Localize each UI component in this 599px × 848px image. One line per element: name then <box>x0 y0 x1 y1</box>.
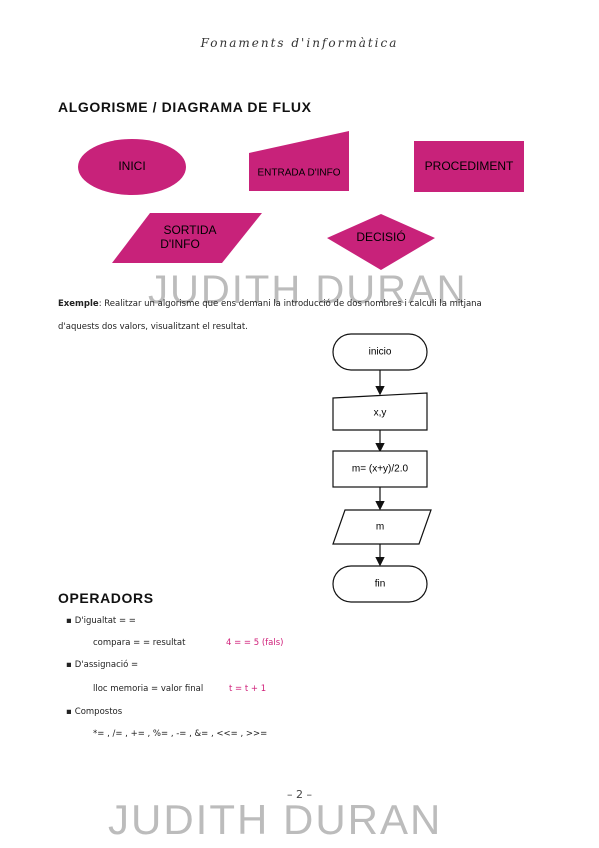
flow-end-label: fin <box>375 579 386 590</box>
operator-assignment-detail: lloc memoria = valor final <box>93 684 204 694</box>
sortida-label-line1: SORTIDA <box>163 223 216 237</box>
procediment-label: PROCEDIMENT <box>425 159 514 173</box>
section-title-operadors: OPERADORS <box>58 590 154 606</box>
example-label: Exemple <box>58 299 99 309</box>
decisio-diamond <box>327 214 435 270</box>
inici-ellipse <box>78 139 186 195</box>
watermark-middle: JUDITH DURAN <box>148 268 468 312</box>
decisio-label: DECISIÓ <box>356 229 405 244</box>
entrada-label: ENTRADA D'INFO <box>257 168 340 179</box>
flow-end-terminator <box>332 565 428 603</box>
operator-compound-detail: *= , /= , += , %= , -= , &= , <<= , >>= <box>93 729 268 739</box>
example-line-1: Exemple: Realitzar un algorisme que ens … <box>58 293 528 316</box>
sortida-shape <box>112 213 262 263</box>
flow-process-rect <box>332 450 428 488</box>
flow-start-label: inicio <box>369 347 392 358</box>
procediment-rect <box>414 141 524 192</box>
operator-equality-label: D'igualtat = = <box>74 616 136 626</box>
operator-assignment-heading: ▪D'assignació = <box>66 660 138 670</box>
flow-output-label: m <box>376 522 384 533</box>
flow-output-shape <box>332 509 432 545</box>
page-number: – 2 – <box>287 788 312 801</box>
section-title-algorisme: ALGORISME / DIAGRAMA DE FLUX <box>58 99 312 115</box>
example-line-2: d'aquests dos valors, visualitzant el re… <box>58 322 248 332</box>
document-header: Fonaments d'informàtica <box>200 36 399 50</box>
example-paragraph: Exemple: Realitzar un algorisme que ens … <box>58 293 528 339</box>
entrada-shape <box>249 131 349 191</box>
example-flowchart: inicio x,y m= (x+y)/2.0 m fin <box>332 333 432 603</box>
flowchart-symbols: INICI ENTRADA D'INFO PROCEDIMENT SORTIDA… <box>78 131 524 270</box>
operator-assignment-label: D'assignació = <box>74 660 139 670</box>
flow-input-label: x,y <box>374 408 387 419</box>
bullet-icon: ▪ <box>66 660 72 670</box>
sortida-label-line2: D'INFO <box>160 237 200 251</box>
operator-equality-detail: compara = = resultat <box>93 638 186 648</box>
operator-compound-heading: ▪Compostos <box>66 707 122 717</box>
bullet-icon: ▪ <box>66 616 72 626</box>
flow-process-label: m= (x+y)/2.0 <box>352 464 409 475</box>
flow-input-shape <box>332 392 428 431</box>
operator-equality-example: 4 = = 5 (fals) <box>226 638 284 648</box>
watermark-bottom: JUDITH DURAN <box>108 796 443 843</box>
bullet-icon: ▪ <box>66 707 72 717</box>
example-text-1: : Realitzar un algorisme que ens demani … <box>98 299 482 309</box>
operator-assignment-example: t = t + 1 <box>229 684 267 694</box>
operator-compound-label: Compostos <box>74 707 123 717</box>
operator-equality-heading: ▪D'igualtat = = <box>66 616 136 626</box>
inici-label: INICI <box>118 159 145 173</box>
